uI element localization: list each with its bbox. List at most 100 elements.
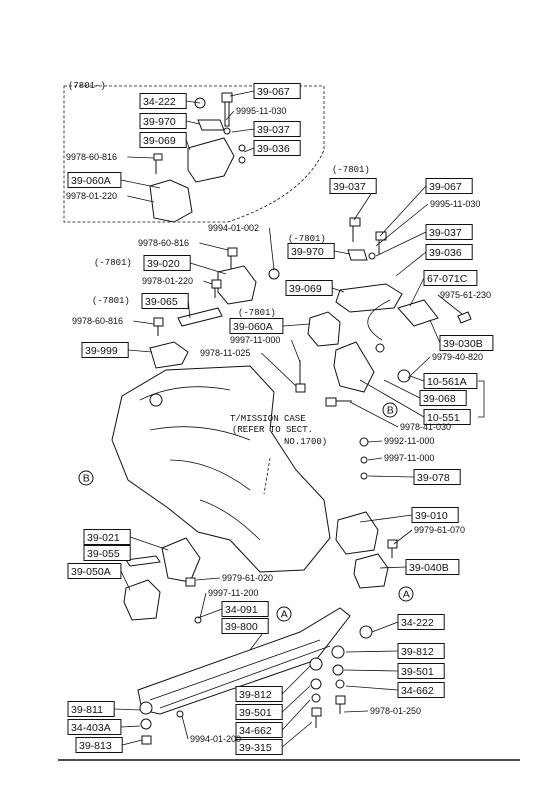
part-callout[interactable]: 34-222 (397, 614, 445, 630)
hardware-part-number[interactable]: 9997-11-000 (230, 335, 280, 345)
part-callout[interactable]: 39-060A (67, 172, 122, 188)
lower-mount-hardware (139, 625, 373, 745)
part-callout[interactable]: 39-970 (287, 243, 335, 259)
part-callout[interactable]: 39-069 (285, 280, 333, 296)
hardware-part-number[interactable]: 9997-11-000 (384, 453, 434, 463)
part-number-label: 34-662 (401, 685, 434, 697)
callout-box (419, 390, 467, 406)
washer-icon (368, 252, 376, 260)
part-number-label: 39-040B (409, 562, 449, 574)
hardware-part-number[interactable]: 9995-11-030 (430, 199, 480, 209)
part-number-label: 39-501 (401, 666, 434, 678)
hardware-part-number[interactable]: 9978-11-025 (200, 348, 250, 358)
bushing-icon (331, 645, 345, 659)
leader-line (371, 621, 399, 633)
hardware-part-number[interactable]: 9979-61-070 (414, 525, 465, 535)
upper-mount-assembly (149, 92, 246, 223)
part-number-label: 39-037 (429, 227, 462, 239)
hardware-part-number[interactable]: 9979-61-020 (222, 573, 273, 583)
part-callout[interactable]: 39-020 (143, 255, 191, 271)
hardware-part-number[interactable]: 9997-11-200 (208, 588, 258, 598)
bolt-icon (153, 317, 164, 336)
part-callout[interactable]: 34-662 (397, 682, 445, 698)
hardware-part-number[interactable]: 9978-60-816 (72, 316, 123, 326)
callout-box (413, 469, 461, 485)
part-callout[interactable]: 67-071C (423, 270, 478, 286)
leader-line (185, 139, 191, 151)
washer-icon (176, 710, 184, 718)
bracket-icon (149, 341, 189, 369)
part-callout[interactable]: 39-813 (75, 737, 123, 753)
hardware-part-number[interactable]: 9994-01-002 (208, 223, 259, 233)
hardware-part-number[interactable]: 9978-41-030 (400, 422, 451, 432)
hardware-part-number[interactable]: 9978-01-250 (370, 706, 421, 716)
hardware-part-number[interactable]: 9978-60-816 (138, 238, 189, 248)
callout-box (67, 701, 115, 717)
part-callout[interactable]: 10-551 (423, 409, 471, 425)
part-callout[interactable]: 39-068 (419, 390, 467, 406)
hardware-part-number[interactable]: 9978-01-220 (142, 276, 193, 286)
part-callout[interactable]: 39-069 (139, 132, 187, 148)
hardware-part-number[interactable]: 9994-01-200 (190, 734, 241, 744)
part-callout[interactable]: 39-811 (67, 701, 115, 717)
bracket-icon (217, 265, 257, 305)
leader-line (269, 227, 275, 271)
part-callout[interactable]: 39-067 (253, 83, 301, 99)
part-callout[interactable]: 39-501 (397, 663, 445, 679)
part-callout[interactable]: 39-501 (235, 704, 283, 720)
part-number-label: 39-060A (233, 321, 273, 333)
part-number-label: 39-067 (429, 181, 462, 193)
hardware-part-number[interactable]: 9978-60-816 (66, 152, 117, 162)
hardware-part-number[interactable]: 9992-11-000 (384, 436, 434, 446)
hardware-part-number[interactable]: 9979-40-820 (432, 352, 483, 362)
leader-line (190, 262, 227, 275)
leader-line (409, 375, 425, 382)
hardware-part-number[interactable]: 9978-01-220 (66, 191, 117, 201)
callout-box (287, 243, 335, 259)
part-callout[interactable]: 39-040B (405, 559, 460, 575)
model-year-qualifier: (-7801) (238, 308, 276, 318)
part-callout[interactable]: 39-037 (329, 178, 377, 194)
part-callout[interactable]: 10-561A (423, 373, 478, 389)
part-callout[interactable]: 39-315 (235, 739, 283, 755)
part-callout[interactable]: 39-812 (235, 686, 283, 702)
part-callout[interactable]: 34-662 (235, 722, 283, 738)
callout-box (235, 704, 283, 720)
part-callout[interactable]: 39-037 (253, 121, 301, 137)
part-callout[interactable]: 39-021 (83, 529, 131, 545)
reference-letter: A (281, 609, 288, 621)
part-callout[interactable]: 39-800 (221, 618, 269, 634)
leader-line (229, 90, 255, 97)
part-callout[interactable]: 39-036 (253, 140, 301, 156)
leader-line (359, 379, 425, 418)
part-callout[interactable]: 39-030B (439, 335, 494, 351)
bolt-icon (375, 231, 387, 254)
part-number-label: 34-403A (71, 722, 111, 734)
part-callout[interactable]: 39-970 (139, 113, 187, 129)
part-callout[interactable]: 39-037 (425, 224, 473, 240)
part-number-label: 39-811 (71, 704, 103, 716)
part-number-label: 39-999 (85, 345, 118, 357)
part-callout[interactable]: 34-403A (67, 719, 122, 735)
bolt-icon (335, 695, 346, 714)
part-callout[interactable]: 39-050A (67, 563, 122, 579)
hardware-part-number[interactable]: 9995-11-030 (236, 106, 286, 116)
reference-marker: A (398, 586, 414, 602)
part-callout[interactable]: 39-999 (81, 342, 129, 358)
part-callout[interactable]: 34-091 (221, 601, 269, 617)
part-callout[interactable]: 39-010 (411, 507, 459, 523)
part-callout[interactable]: 39-055 (83, 545, 131, 561)
callout-box (139, 113, 187, 129)
leader-line (186, 120, 201, 125)
part-callout[interactable]: 34-222 (139, 93, 187, 109)
leader-line (181, 715, 189, 740)
leader-line (120, 725, 141, 728)
part-callout[interactable]: 39-036 (425, 244, 473, 260)
part-callout[interactable]: 39-065 (141, 293, 189, 309)
leader-line (120, 179, 161, 189)
part-callout[interactable]: 39-067 (425, 178, 473, 194)
part-callout[interactable]: 39-078 (413, 469, 461, 485)
part-callout[interactable]: 39-812 (397, 643, 445, 659)
hardware-part-number[interactable]: 9975-61-230 (440, 290, 491, 300)
part-callout[interactable]: 39-060A (229, 318, 284, 334)
